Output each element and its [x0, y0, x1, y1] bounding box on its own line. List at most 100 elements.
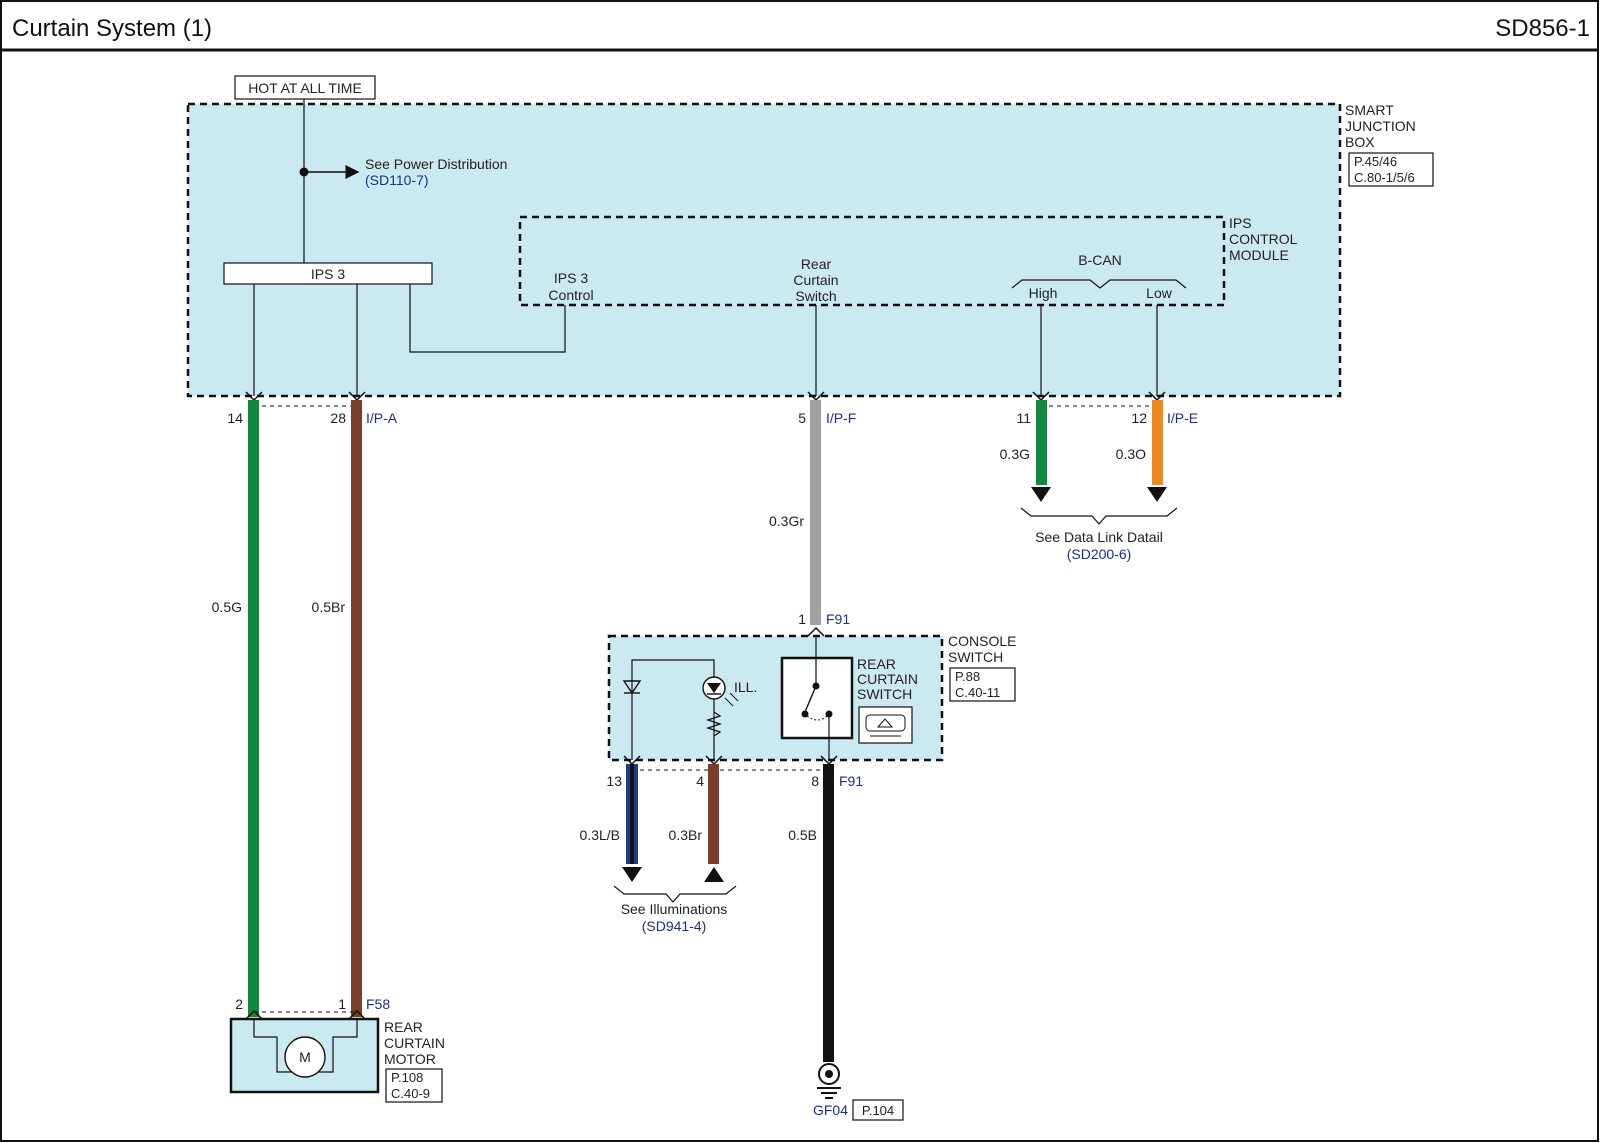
- pin-13: 13: [606, 773, 622, 789]
- wire-label-0.3Gr: 0.3Gr: [769, 513, 804, 529]
- ill-brace: [613, 885, 737, 903]
- wire-brown-0.3Br: [708, 764, 719, 864]
- hot-label: HOT AT ALL TIME: [248, 80, 362, 96]
- page-title: Curtain System (1): [12, 15, 212, 42]
- see-power-distribution: See Power Distribution: [365, 156, 507, 172]
- motor-pin2-chevron: [245, 1009, 263, 1020]
- wire-black-0.5B: [823, 764, 834, 1062]
- sjb-ref-line2: C.80-1/5/6: [1354, 170, 1415, 185]
- pin-28: 28: [330, 410, 346, 426]
- switch-label-line1: REAR: [857, 656, 896, 672]
- ips3-control-line2: Control: [548, 287, 593, 303]
- ips-name-line3: MODULE: [1229, 247, 1289, 263]
- wire-green-0.3G: [1036, 400, 1047, 485]
- smart-junction-box: [186, 102, 1342, 398]
- switch-label-line2: CURTAIN: [857, 671, 918, 687]
- switch-blade: [804, 685, 817, 713]
- wire-label-0.3G: 0.3G: [1000, 446, 1030, 462]
- sjb-name-line1: SMART: [1345, 102, 1394, 118]
- pin-14: 14: [227, 410, 243, 426]
- pin-4: 4: [696, 773, 704, 789]
- ill-resistor: [705, 711, 723, 737]
- switch-button-inner: [865, 714, 906, 732]
- diode-symbol: [622, 680, 642, 695]
- motor-ref-line1: P.108: [391, 1070, 423, 1085]
- ips3-control-wire: [409, 284, 566, 353]
- ips3-bar: [223, 262, 433, 285]
- console-name-line2: SWITCH: [948, 649, 1003, 665]
- conn-ipf: I/P-F: [826, 410, 856, 426]
- wire-label-0.5B: 0.5B: [788, 827, 817, 843]
- switch-contact-left: [801, 710, 809, 718]
- wire-blue-tracer: [630, 764, 634, 864]
- hot-label-box: [234, 75, 376, 100]
- rcs-line3: Switch: [795, 288, 836, 304]
- bcan-high: High: [1029, 285, 1058, 301]
- motor-ref-line2: C.40-9: [391, 1086, 430, 1101]
- sjb-name-line3: BOX: [1345, 134, 1375, 150]
- console-ref-line1: P.88: [955, 669, 980, 684]
- page-code: SD856-1: [1495, 15, 1590, 42]
- see-data-link-ref: (SD200-6): [1067, 546, 1132, 562]
- ground-ref-box: [852, 1099, 904, 1121]
- ground-label: GF04: [813, 1102, 848, 1118]
- motor-name-line3: MOTOR: [384, 1051, 436, 1067]
- see-power-ref: (SD110-7): [365, 172, 429, 188]
- switch-button-arrow: [876, 718, 894, 728]
- see-data-link: See Data Link Datail: [1035, 529, 1163, 545]
- wire-orange-0.3O: [1152, 400, 1163, 485]
- switch-dotted-arc: [806, 715, 828, 721]
- console-ref-line2: C.40-11: [955, 685, 1000, 700]
- wire-label-0.3Br: 0.3Br: [669, 827, 703, 843]
- conn-f91-bottom: F91: [839, 773, 863, 789]
- ground-dot: [825, 1070, 833, 1078]
- ips-control-module: [518, 215, 1226, 307]
- ill-arrow-down: [622, 867, 642, 882]
- motor-name-line1: REAR: [384, 1019, 423, 1035]
- bcan-low: Low: [1146, 285, 1173, 301]
- sjb-name-line2: JUNCTION: [1345, 118, 1416, 134]
- wire-green-0.5G: [248, 400, 259, 1017]
- ips3-control-line1: IPS 3: [554, 270, 588, 286]
- pin-5: 5: [798, 410, 806, 426]
- motor-ref-box: [385, 1068, 443, 1103]
- see-illuminations: See Illuminations: [621, 901, 728, 917]
- motor-pin-1: 1: [338, 996, 346, 1012]
- ill-led-triangle: [707, 683, 721, 693]
- motor-pin-2: 2: [235, 996, 243, 1012]
- motor-pin1-chevron: [348, 1009, 366, 1020]
- console-top-chevron: [807, 626, 825, 637]
- ill-ray1: [724, 697, 734, 707]
- ips3-label: IPS 3: [311, 266, 345, 282]
- data-link-arrow-high: [1031, 487, 1051, 502]
- pin-11: 11: [1016, 410, 1031, 426]
- ips-name-line1: IPS: [1229, 215, 1252, 231]
- console-top-conn: F91: [826, 611, 850, 627]
- rcs-line1: Rear: [801, 256, 832, 272]
- ill-arrow-up: [704, 867, 724, 882]
- bcan-brace: [1011, 279, 1187, 289]
- switch-label-line3: SWITCH: [857, 686, 912, 702]
- bcan-label: B-CAN: [1078, 252, 1122, 268]
- console-switch-box: [607, 634, 944, 762]
- wire-label-0.3O: 0.3O: [1116, 446, 1146, 462]
- motor-conn-f58: F58: [366, 996, 390, 1012]
- wire-gray-0.3Gr: [810, 400, 821, 625]
- ground-ref: P.104: [862, 1103, 894, 1118]
- sjb-ref-line1: P.45/46: [1354, 154, 1397, 169]
- wire-label-0.5G: 0.5G: [212, 599, 242, 615]
- motor-name-line2: CURTAIN: [384, 1035, 445, 1051]
- data-link-arrow-low: [1147, 487, 1167, 502]
- wire-label-0.5Br: 0.5Br: [312, 599, 346, 615]
- console-ill-wiring: [631, 659, 715, 760]
- motor-symbol-m: M: [299, 1049, 311, 1065]
- see-illuminations-ref: (SD941-4): [642, 918, 707, 934]
- wire-brown-0.5Br: [351, 400, 362, 1017]
- conn-ipe: I/P-E: [1167, 410, 1198, 426]
- console-ref-box: [949, 667, 1016, 702]
- wire-label-0.3LB: 0.3L/B: [580, 827, 620, 843]
- pin-12: 12: [1131, 410, 1147, 426]
- rear-curtain-switch-symbol: [780, 656, 854, 740]
- console-name-line1: CONSOLE: [948, 633, 1016, 649]
